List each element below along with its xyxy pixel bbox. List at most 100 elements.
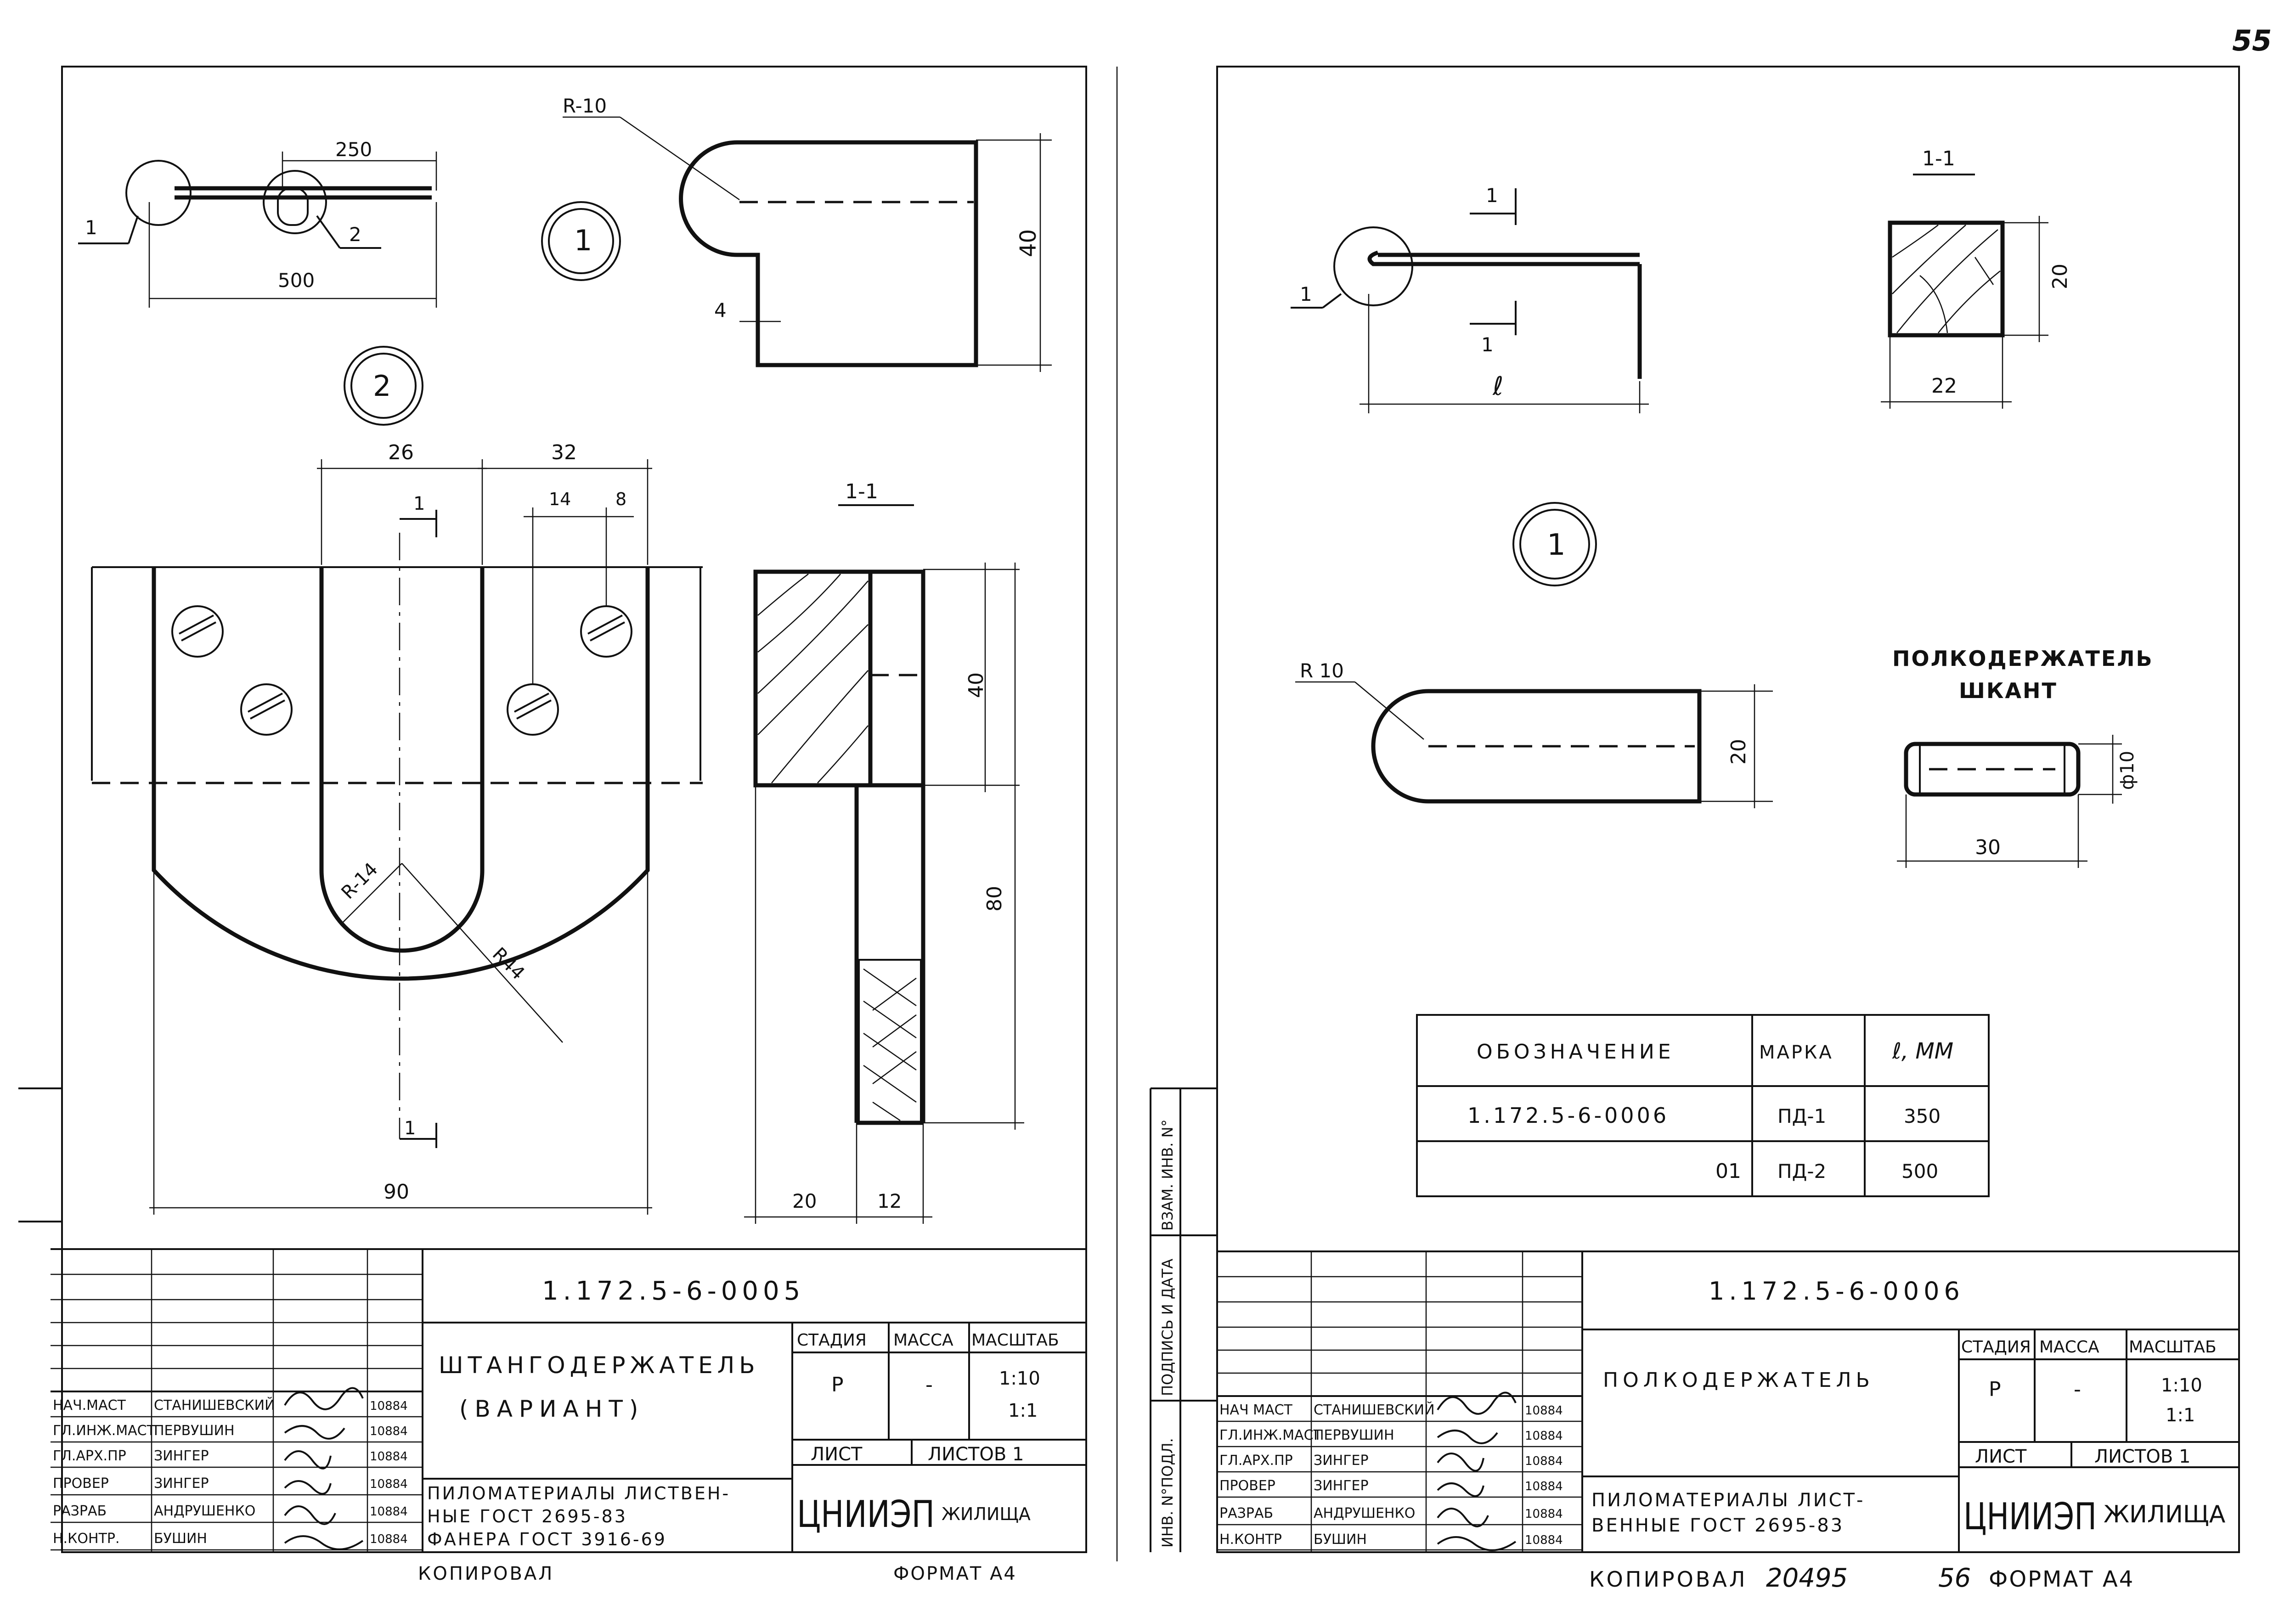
detail-marker-1-right: 1: [1512, 502, 1597, 586]
staff-name: АНДРУШЕНКО: [1314, 1505, 1415, 1521]
left-stage-header: СТАДИЯ: [797, 1331, 867, 1350]
left-doc-code: 1.172.5-6-0005: [542, 1276, 805, 1306]
length-l: ℓ: [1492, 372, 1503, 401]
right-sheets-label: ЛИСТОВ 1: [2094, 1446, 2190, 1467]
right-scale-header: МАСШТАБ: [2129, 1338, 2217, 1357]
detail-marker-1-label: 1: [574, 224, 592, 257]
right-org-suffix: ЖИЛИЩА: [2104, 1501, 2226, 1528]
right-copy-number: 20495: [1766, 1563, 1848, 1593]
dim-500: 500: [278, 269, 315, 292]
staff-date: 10884: [370, 1505, 408, 1519]
dim-40-section: 40: [965, 672, 988, 698]
screw: [171, 605, 224, 658]
left-scale-header: МАСШТАБ: [971, 1331, 1059, 1350]
dim-22: 22: [1931, 374, 1957, 398]
dim-8: 8: [615, 489, 626, 509]
left-format: ФОРМАТ А4: [893, 1563, 1017, 1584]
right-org: ЦНИИЭП: [1963, 1495, 2097, 1538]
left-sheet: 250 500 1 2 1 R-10 4: [18, 66, 1118, 1584]
cut-mark-top: 1: [413, 493, 425, 514]
staff-role: РАЗРАБ: [53, 1503, 107, 1519]
cut-mark-bottom-right: 1: [1481, 333, 1494, 356]
dim-32: 32: [551, 441, 577, 464]
left-sheet-frame: [61, 66, 1087, 1553]
right-format: ФОРМАТ А4: [1989, 1566, 2134, 1592]
staff-name: АНДРУШЕНКО: [154, 1503, 255, 1519]
staff-date: 10884: [1525, 1507, 1563, 1521]
staff-role: РАЗРАБ: [1219, 1505, 1273, 1521]
staff-name: ЗИНГЕР: [154, 1448, 209, 1464]
left-org: ЦНИИЭП: [797, 1493, 935, 1536]
staff-date: 10884: [370, 1399, 408, 1413]
page-number: 55: [2232, 24, 2272, 57]
dim-40-profile: 40: [1015, 229, 1041, 257]
detail-marker-2: 2: [344, 346, 423, 426]
staff-name: ЗИНГЕР: [154, 1475, 209, 1492]
staff-date: 10884: [370, 1477, 408, 1491]
right-sheet-number: 56: [1938, 1563, 1971, 1593]
left-stage-value: Р: [831, 1373, 844, 1397]
left-scale-value-1: 1:10: [999, 1368, 1040, 1389]
left-title-line2: (ВАРИАНТ): [459, 1396, 644, 1422]
right-title-block: 1.172.5-6-0006 ПОЛКОДЕРЖАТЕЛЬ ПИЛОМАТЕРИ…: [1217, 1250, 2239, 1593]
left-title-line1: ШТАНГОДЕРЖАТЕЛЬ: [439, 1352, 760, 1379]
dim-90: 90: [384, 1180, 409, 1204]
staff-date: 10884: [1525, 1454, 1563, 1468]
dim-20: 20: [792, 1190, 817, 1212]
table-cell: ПД-2: [1777, 1160, 1826, 1183]
staff-role: ГЛ.ИНЖ.МАСТ: [1219, 1427, 1322, 1443]
radius-r44: R44: [488, 944, 529, 984]
staff-name: СТАНИШЕВСКИЙ: [1314, 1402, 1435, 1418]
left-sheet-label: ЛИСТ: [811, 1444, 863, 1465]
left-copied: КОПИРОВАЛ: [418, 1563, 554, 1584]
left-org-suffix: ЖИЛИЩА: [942, 1504, 1031, 1524]
side-label-sign: ПОДПИСЬ И ДАТА: [1159, 1259, 1176, 1396]
radius-r10: R-10: [563, 95, 607, 117]
dim-12: 12: [877, 1190, 902, 1212]
screw: [580, 605, 632, 658]
right-signatures: [1437, 1391, 1517, 1551]
radius-r14: R-14: [338, 859, 382, 903]
detail-circle-2: [263, 170, 327, 234]
dim-14: 14: [549, 489, 571, 509]
dim-d10: ф10: [2117, 751, 2138, 790]
screw: [240, 683, 293, 736]
shelf-holder-section: 1-1 20 22: [1881, 147, 2072, 409]
position-2-label: 2: [349, 223, 361, 246]
right-title: ПОЛКОДЕРЖАТЕЛЬ: [1603, 1368, 1874, 1392]
right-side-strip: ИНВ. N°ПОДЛ. ПОДПИСЬ И ДАТА ВЗАМ. ИНВ. N…: [1150, 1087, 1217, 1552]
staff-name: ПЕРВУШИН: [154, 1423, 235, 1439]
staff-role: ГЛ.АРХ.ПР: [1219, 1453, 1293, 1469]
detail-circle-1: [1333, 226, 1413, 306]
cut-mark-bottom: 1: [404, 1118, 416, 1139]
right-scale-value-2: 1:1: [2166, 1405, 2195, 1426]
left-signatures: [284, 1387, 364, 1550]
dim-30: 30: [1975, 836, 2001, 859]
right-stage-header: СТАДИЯ: [1961, 1338, 2031, 1357]
right-mass-value: -: [2074, 1378, 2081, 1401]
position-1-label: 1: [85, 216, 97, 239]
screw: [507, 683, 559, 736]
dim-20-section-right: 20: [2048, 264, 2072, 289]
shelf-holder-detail: R 10 20: [1295, 659, 1773, 808]
right-copied: КОПИРОВАЛ: [1589, 1567, 1747, 1592]
right-sheet-frame: [1216, 66, 2240, 1553]
staff-role: НАЧ МАСТ: [1219, 1402, 1293, 1418]
staff-role: Н.КОНТР.: [53, 1531, 120, 1547]
staff-role: ПРОВЕР: [1219, 1478, 1275, 1494]
right-scale-value-1: 1:10: [2161, 1375, 2202, 1396]
wood-hatch: [1892, 224, 2001, 333]
staff-date: 10884: [370, 1450, 408, 1464]
detail-2-plan-view: R-14 R44 26 32 14 8 1 1: [91, 441, 703, 1215]
table-cell: 1.172.5-6-0006: [1467, 1103, 1669, 1128]
left-material-3: ФАНЕРА ГОСТ 3916-69: [427, 1529, 667, 1549]
staff-role: НАЧ.МАСТ: [53, 1397, 126, 1414]
left-material-1: ПИЛОМАТЕРИАЛЫ ЛИСТВЕН-: [427, 1483, 730, 1504]
side-label-inv: ИНВ. N°ПОДЛ.: [1159, 1438, 1176, 1548]
table-header-mark: МАРКА: [1759, 1042, 1833, 1063]
staff-role: ГЛ.ИНЖ.МАСТ: [53, 1423, 156, 1439]
overall-view-small: 250 500 1 2: [78, 138, 437, 308]
staff-name: БУШИН: [1314, 1532, 1367, 1548]
table-header-designation: ОБОЗНАЧЕНИЕ: [1477, 1040, 1675, 1064]
